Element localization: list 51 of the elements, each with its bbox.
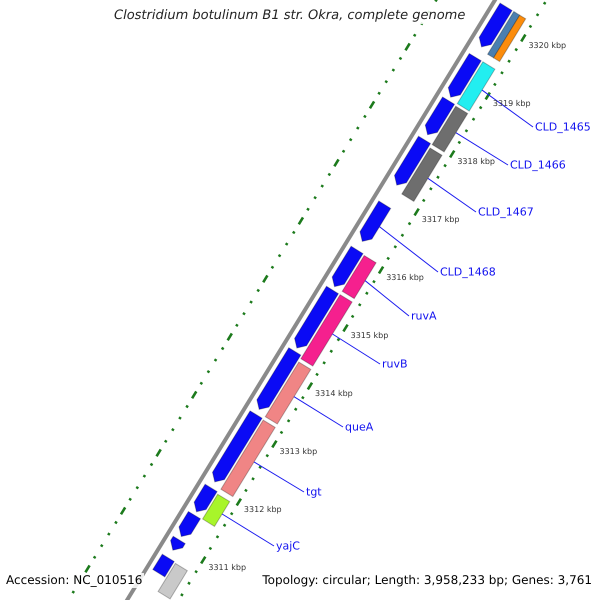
tick-label: 3314 kbp xyxy=(315,390,353,398)
gene-label: ruvB xyxy=(382,358,408,370)
leader-line xyxy=(294,396,344,428)
gene-feature xyxy=(178,510,202,538)
gene-feature xyxy=(157,562,188,600)
leader-line xyxy=(455,132,508,166)
gene-feature xyxy=(194,484,218,512)
tick-label: 3320 kbp xyxy=(528,42,566,50)
leader-line xyxy=(222,514,274,546)
gene-feature xyxy=(256,347,302,410)
gene-label: tgt xyxy=(306,486,322,498)
accession-text: Accession: NC_010516 xyxy=(4,573,144,588)
leader-line xyxy=(364,280,410,316)
gene-label: queA xyxy=(345,422,374,432)
gene-feature xyxy=(152,554,175,578)
topology-text: Topology: circular; Length: 3,958,233 bp; Genes: 3,761 xyxy=(260,573,594,588)
gene-label: CLD_1467 xyxy=(478,206,534,218)
gene-feature xyxy=(478,2,513,48)
gene-feature xyxy=(220,419,276,498)
gene-feature xyxy=(212,410,263,482)
gene-feature xyxy=(264,361,312,425)
tick-label: 3318 kbp xyxy=(457,158,496,166)
tick-label: 3317 kbp xyxy=(422,216,460,224)
gene-feature xyxy=(202,494,230,528)
gene-label: yajC xyxy=(276,540,300,552)
leader-line xyxy=(427,178,476,212)
tick-label: 3313 kbp xyxy=(279,448,318,456)
gene-feature xyxy=(394,136,432,186)
gene-feature xyxy=(432,106,468,153)
gene-feature xyxy=(332,246,364,288)
gene-feature xyxy=(448,52,482,98)
gene-label: ruvA xyxy=(411,310,437,322)
tick-label: 3316 kbp xyxy=(386,274,424,282)
gene-label: CLD_1468 xyxy=(440,266,496,278)
gene-feature xyxy=(294,286,340,349)
leader-line xyxy=(254,461,304,492)
gene-feature xyxy=(424,96,456,136)
leader-line xyxy=(332,334,380,364)
tick-label: 3312 kbp xyxy=(244,506,282,514)
gene-feature xyxy=(492,14,526,62)
tick-label: 3311 kbp xyxy=(208,564,246,572)
gene-feature xyxy=(300,294,353,367)
gene-label: CLD_1465 xyxy=(535,122,591,132)
gene-feature xyxy=(170,536,186,551)
leader-line xyxy=(378,226,438,272)
gene-feature xyxy=(401,147,443,202)
gene-label: CLD_1466 xyxy=(510,160,566,170)
leader-line xyxy=(482,90,534,128)
gene-feature xyxy=(359,200,392,242)
gene-feature xyxy=(342,254,377,300)
tick-label: 3315 kbp xyxy=(350,332,388,340)
